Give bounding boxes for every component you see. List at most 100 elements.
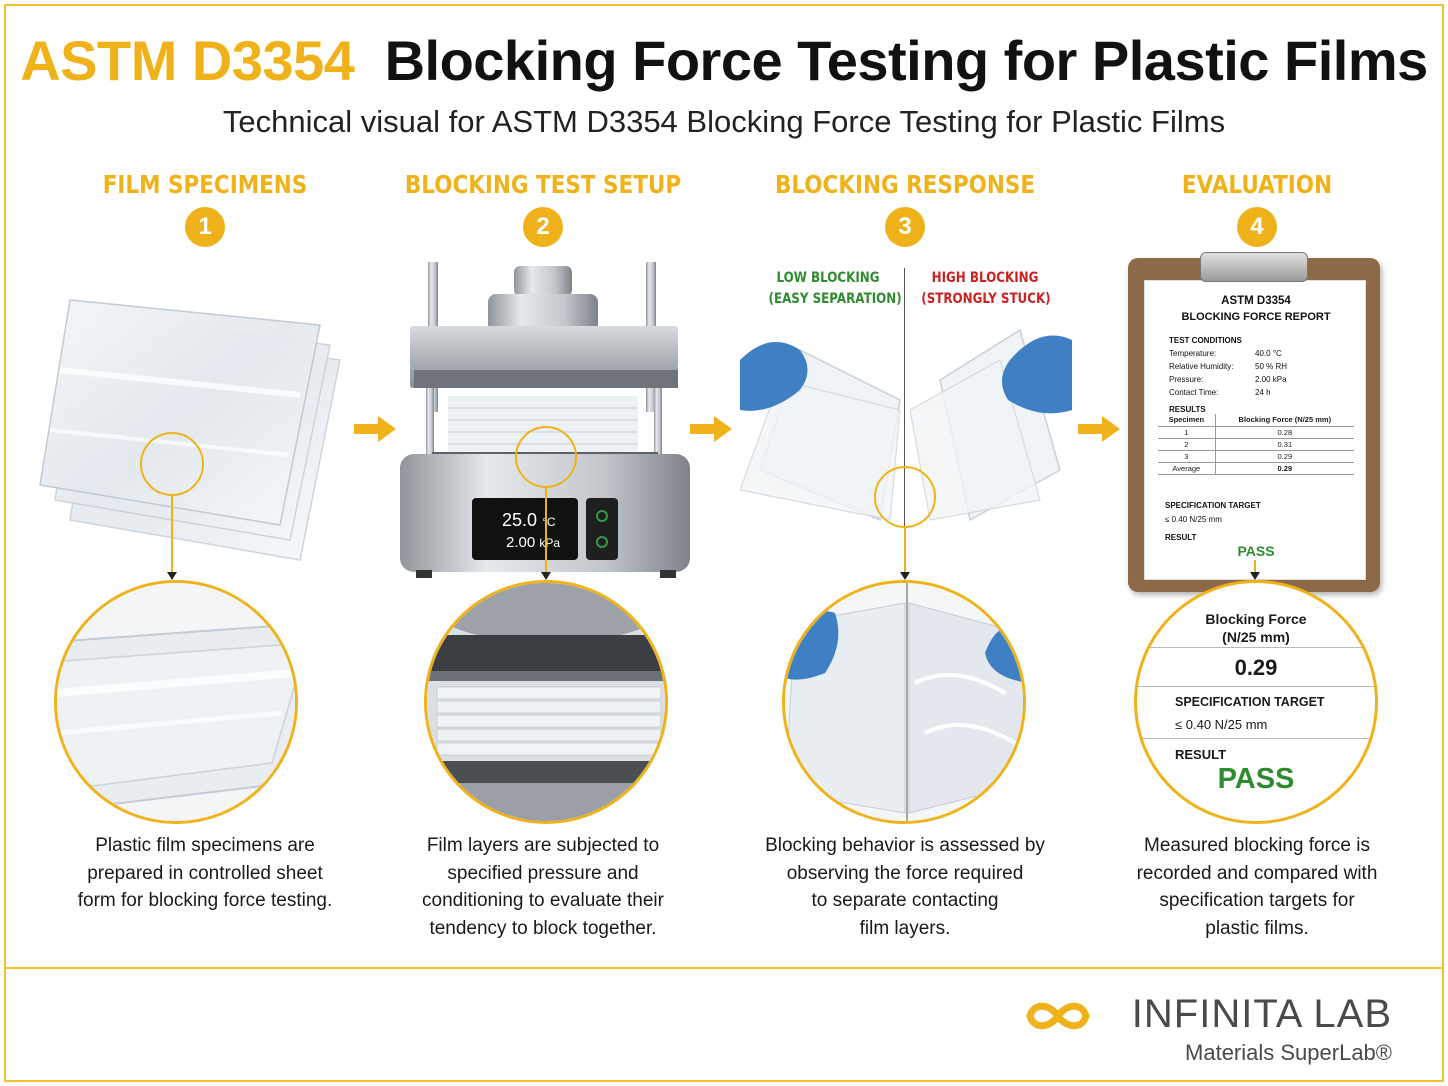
- table-cell: 0.28: [1215, 426, 1354, 439]
- step-4-title: EVALUATION: [1181, 170, 1333, 199]
- caption-line: Blocking behavior is assessed by: [765, 835, 1045, 856]
- table-cell: 1: [1158, 426, 1216, 439]
- step-4-column: EVALUATION 4 Measured blocking force is …: [1092, 0, 1422, 960]
- caption-line: Plastic film specimens are: [95, 835, 315, 856]
- low-blocking-label: LOW BLOCKING (EASY SEPARATION): [769, 268, 902, 310]
- detail-marker-2: [515, 426, 577, 488]
- caption-line: form for blocking force testing.: [77, 890, 333, 911]
- leader-line-1: [171, 496, 173, 574]
- condition-label: Temperature:: [1169, 349, 1217, 358]
- caption-line: Measured blocking force is: [1144, 835, 1370, 856]
- company-logo: INFINITA LAB Materials SuperLab®: [1026, 990, 1392, 1070]
- caption-line: specified pressure and: [447, 862, 639, 884]
- table-header-row: Specimen Blocking Force (N/25 mm): [1158, 414, 1354, 427]
- result-heading: RESULT: [1165, 533, 1197, 542]
- results-table: Specimen Blocking Force (N/25 mm) 1 0.28…: [1158, 414, 1354, 475]
- table-header: Blocking Force (N/25 mm): [1215, 414, 1354, 427]
- zoom-separation: [782, 580, 1026, 824]
- step-3-badge: 3: [885, 207, 925, 247]
- spec-heading: SPECIFICATION TARGET: [1165, 501, 1261, 510]
- title-main: Blocking Force Testing for Plastic Films: [384, 29, 1429, 92]
- leader-line-2: [545, 488, 547, 574]
- high-blocking-title: HIGH BLOCKING: [931, 270, 1039, 286]
- arrow-right-icon: [690, 416, 732, 442]
- zoom-divider: [1137, 738, 1375, 739]
- caption-line: to separate contacting: [811, 890, 999, 911]
- table-cell: 0.29: [1215, 450, 1354, 463]
- table-cell: 0.31: [1215, 438, 1354, 451]
- comparison-divider: [904, 268, 905, 578]
- report-title: ASTM D3354: [1221, 295, 1291, 307]
- zoom-film-stack: [424, 580, 668, 824]
- detail-marker-1: [140, 432, 204, 496]
- separation-closeup: [785, 583, 1023, 821]
- caption-line: plastic films.: [1205, 917, 1309, 939]
- step-4-badge: 4: [1237, 207, 1277, 247]
- page-frame: [4, 4, 1444, 1082]
- step-2-caption: Film layers are subjected to specified p…: [378, 832, 708, 942]
- table-header: Specimen: [1158, 414, 1216, 427]
- table-row: 2 0.31: [1158, 438, 1354, 451]
- caption-line: specification targets for: [1159, 890, 1355, 911]
- display-temperature: 25.0 °C: [502, 510, 556, 531]
- page-subtitle: Technical visual for ASTM D3354 Blocking…: [222, 104, 1226, 139]
- title-standard: ASTM D3354: [20, 29, 355, 92]
- display-pressure: 2.00 kPa: [506, 534, 560, 551]
- table-row: 3 0.29: [1158, 450, 1354, 463]
- table-row: Average 0.29: [1158, 462, 1354, 475]
- leader-line-4: [1254, 560, 1256, 574]
- leader-arrowhead-2: [541, 572, 551, 580]
- zoom-force-label: Blocking Force: [1205, 611, 1307, 627]
- detail-marker-3: [874, 466, 936, 528]
- logo-tagline: Materials SuperLab®: [1185, 1040, 1392, 1065]
- step-2-column: BLOCKING TEST SETUP 2 Film layers are su…: [378, 0, 708, 960]
- infinity-icon: [1026, 1002, 1090, 1030]
- zoom-divider: [1137, 647, 1375, 648]
- caption-line: observing the force required: [786, 862, 1024, 884]
- caption-line: tendency to block together.: [429, 917, 657, 939]
- zoom-spec-value: ≤ 0.40 N/25 mm: [1175, 717, 1268, 732]
- leader-line-3: [904, 528, 906, 574]
- caption-line: prepared in controlled sheet: [87, 862, 323, 884]
- clipboard-clamp: [1200, 252, 1308, 282]
- table-cell: 2: [1158, 438, 1216, 451]
- condition-value: 50 % RH: [1255, 362, 1288, 371]
- leader-arrowhead-4: [1250, 572, 1260, 580]
- caption-line: recorded and compared with: [1136, 862, 1378, 884]
- arrow-right-icon: [354, 416, 396, 442]
- film-stack-closeup: [427, 583, 665, 821]
- step-3-title: BLOCKING RESPONSE: [774, 170, 1036, 199]
- caption-line: conditioning to evaluate their: [422, 890, 664, 911]
- high-blocking-label: HIGH BLOCKING (STRONGLY STUCK): [921, 268, 1050, 310]
- leader-arrowhead-3: [900, 572, 910, 580]
- conditions-heading: TEST CONDITIONS: [1169, 336, 1242, 345]
- zoom-result-value: PASS: [1217, 763, 1295, 795]
- zoom-spec-heading: SPECIFICATION TARGET: [1175, 695, 1325, 709]
- step-2-badge: 2: [523, 207, 563, 247]
- film-edge-closeup: [57, 583, 295, 821]
- caption-line: film layers.: [859, 917, 951, 939]
- step-1-badge: 1: [185, 207, 225, 247]
- zoom-result-heading: RESULT: [1175, 747, 1227, 762]
- page-title: ASTM D3354 Blocking Force Testing for Pl…: [0, 28, 1448, 93]
- spec-value: ≤ 0.40 N/25 mm: [1165, 515, 1222, 524]
- table-row: 1 0.28: [1158, 426, 1354, 439]
- zoom-force-unit: (N/25 mm): [1222, 629, 1290, 645]
- step-2-title: BLOCKING TEST SETUP: [404, 170, 682, 199]
- leader-arrowhead-1: [167, 572, 177, 580]
- result-value: PASS: [1237, 543, 1275, 559]
- pressure-value: 2.00: [506, 534, 536, 551]
- step-4-caption: Measured blocking force is recorded and …: [1092, 832, 1422, 942]
- temperature-value: 25.0: [502, 510, 538, 530]
- condition-label: Contact Time:: [1169, 388, 1219, 397]
- table-cell: 0.29: [1215, 462, 1354, 475]
- zoom-film-edge: [54, 580, 298, 824]
- step-1-column: FILM SPECIMENS 1 Plastic film specimens …: [40, 0, 370, 960]
- step-3-column: BLOCKING RESPONSE 3 Blocking behavior is…: [740, 0, 1070, 960]
- separation-illustration: [740, 328, 1072, 522]
- logo-name: INFINITA LAB: [1131, 992, 1392, 1036]
- zoom-force-value: 0.29: [1234, 655, 1278, 680]
- condition-value: 24 h: [1255, 388, 1271, 397]
- step-3-caption: Blocking behavior is assessed by observi…: [740, 832, 1070, 942]
- condition-value: 2.00 kPa: [1255, 375, 1287, 384]
